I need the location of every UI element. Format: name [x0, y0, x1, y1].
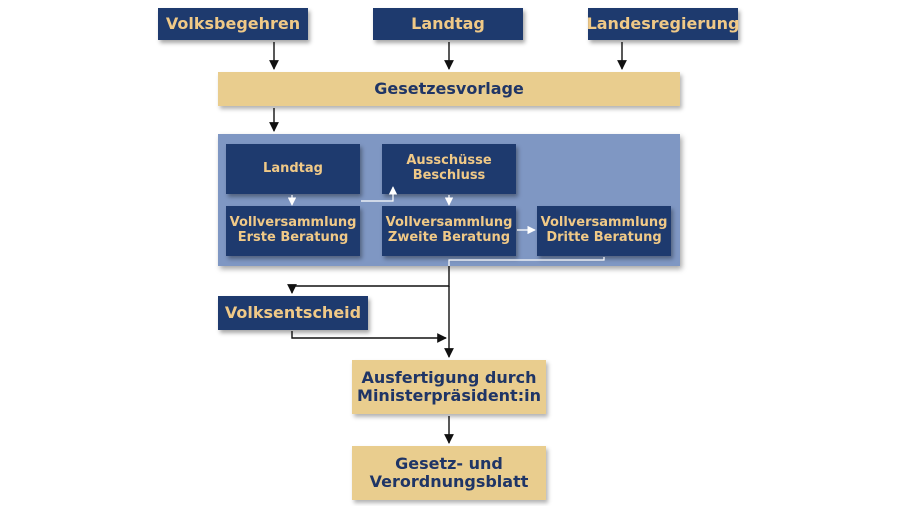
gesetzblatt-box: Gesetz- und Verordnungsblatt [352, 446, 546, 500]
landtag-process-label: Landtag [263, 160, 323, 176]
zweite-beratung-label: Vollversammlung Zweite Beratung [385, 215, 513, 245]
dritte-beratung-label: Vollversammlung Dritte Beratung [540, 215, 668, 245]
volksentscheid-box: Volksentscheid [218, 296, 368, 330]
landesregierung-box: Landesregierung [586, 8, 740, 40]
ausschuesse-label: Ausschüsse Beschluss [406, 153, 492, 183]
landtag-process-box: Landtag [226, 144, 360, 194]
erste-beratung-label: Vollversammlung Erste Beratung [229, 215, 357, 245]
landtag-source-box: Landtag [373, 8, 523, 40]
ausfertigung-box: Ausfertigung durch Ministerpräsident:in [352, 360, 546, 414]
arrow-erste-to-ausschuesse [361, 186, 398, 202]
gesetzesvorlage-bar: Gesetzesvorlage [218, 72, 680, 106]
gesetzesvorlage-label: Gesetzesvorlage [374, 78, 524, 98]
dritte-beratung-box: Vollversammlung Dritte Beratung [537, 206, 671, 256]
zweite-beratung-box: Vollversammlung Zweite Beratung [382, 206, 516, 256]
landesregierung-label: Landesregierung [586, 13, 740, 33]
ausschuesse-box: Ausschüsse Beschluss [382, 144, 516, 194]
volksentscheid-label: Volksentscheid [224, 302, 362, 322]
volksbegehren-label: Volksbegehren [165, 13, 301, 33]
arrow-volksentscheid-out [291, 331, 447, 343]
arrow-to-volksentscheid [287, 266, 450, 294]
erste-beratung-box: Vollversammlung Erste Beratung [226, 206, 360, 256]
volksbegehren-box: Volksbegehren [158, 8, 308, 40]
arrow-dritte-to-exit [448, 257, 605, 266]
ausfertigung-label: Ausfertigung durch Ministerpräsident:in [357, 367, 541, 405]
gesetzblatt-label: Gesetz- und Verordnungsblatt [369, 453, 529, 491]
landtag-source-label: Landtag [411, 13, 485, 33]
